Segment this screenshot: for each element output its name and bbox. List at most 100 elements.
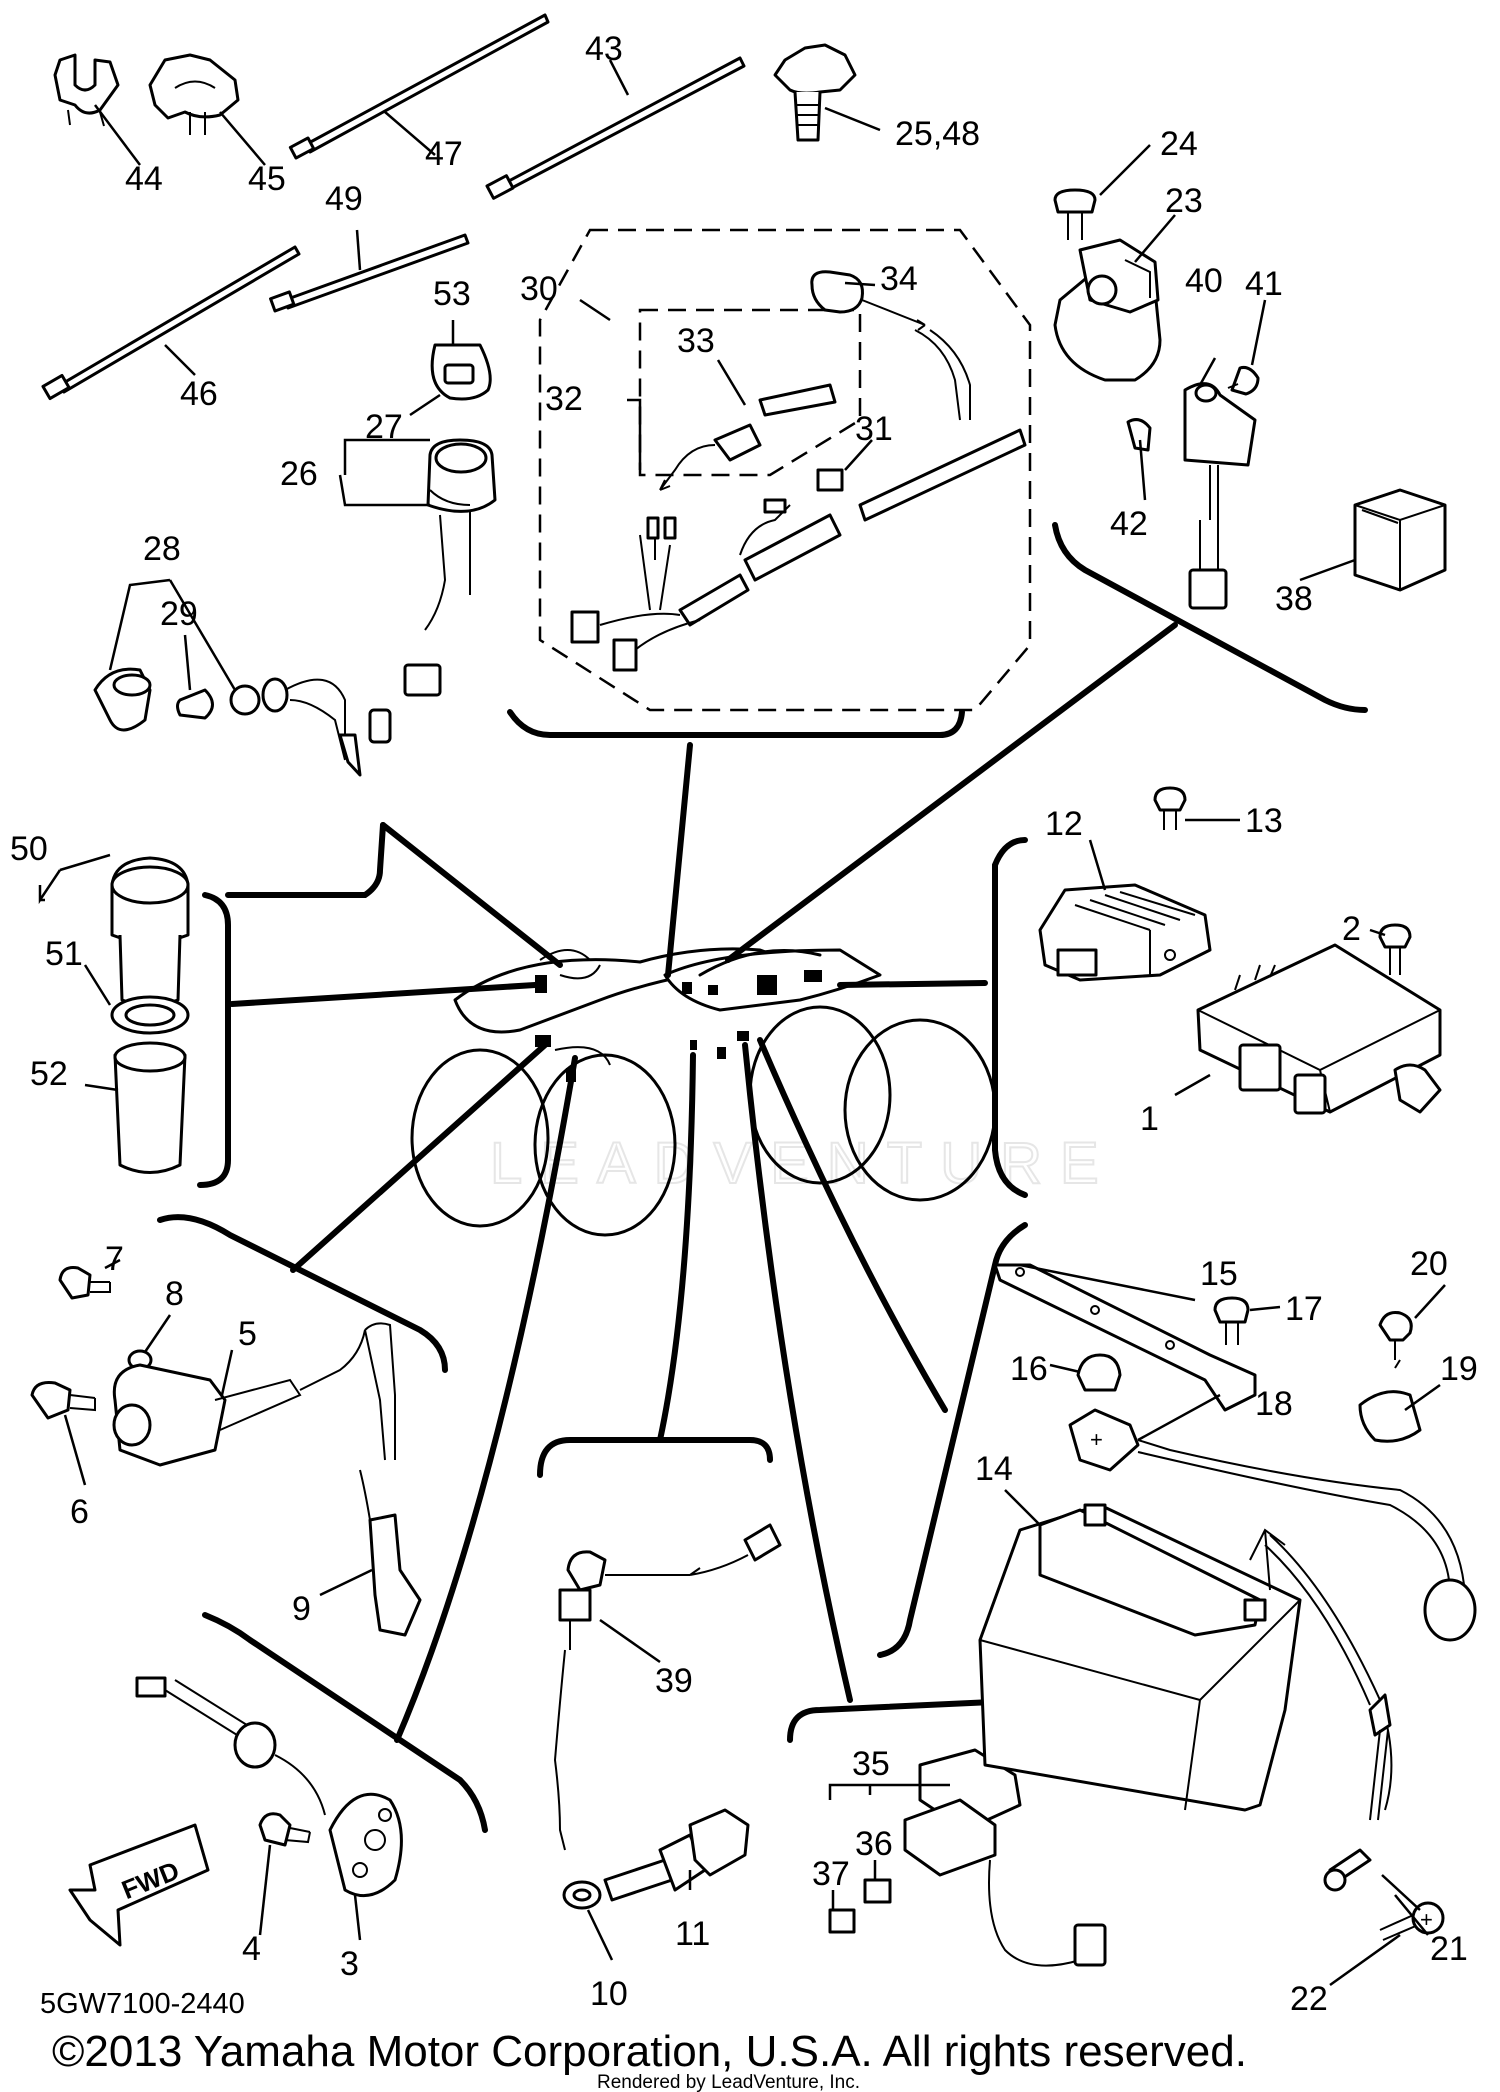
rendered-by-notice: Rendered by LeadVenture, Inc.	[597, 2072, 860, 2092]
part-39-sensor	[553, 1523, 782, 1851]
callout-45: 45	[248, 160, 286, 198]
part-9-spark-plug-cap	[359, 1469, 422, 1637]
callout-10: 10	[590, 1975, 628, 2013]
part-41-bolt	[1227, 366, 1260, 396]
callout-3: 3	[340, 1945, 359, 1983]
part-50-power-socket	[110, 856, 190, 1007]
callout-43: 43	[585, 30, 623, 68]
callout-37: 37	[812, 1855, 850, 1893]
callout-4: 4	[242, 1930, 261, 1968]
part-36-connector	[863, 1878, 892, 1904]
part-28-lamp-socket-cover	[93, 667, 152, 732]
callout-38: 38	[1275, 580, 1313, 618]
callout-47: 47	[425, 135, 463, 173]
callout-17: 17	[1285, 1290, 1323, 1328]
callout-11: 11	[675, 1915, 710, 1953]
callout-49: 49	[325, 180, 363, 218]
part-24-bolt	[1053, 188, 1097, 240]
callout-30: 30	[520, 270, 558, 308]
part-17-bolt	[1213, 1296, 1250, 1345]
callout-19: 19	[1440, 1350, 1478, 1388]
part-7-bolt	[58, 1266, 111, 1300]
callout-6: 6	[70, 1493, 89, 1531]
callout-5: 5	[238, 1315, 257, 1353]
part-40-relay	[1183, 382, 1257, 610]
callout-40: 40	[1185, 262, 1223, 300]
callout-31: 31	[855, 410, 893, 448]
part-12-rectifier-regulator	[1038, 883, 1212, 982]
part-35-module	[903, 1748, 1107, 1967]
callout-28: 28	[143, 530, 181, 568]
callout-14: 14	[975, 1450, 1013, 1488]
callout-32: 32	[545, 380, 583, 418]
callout-52: 52	[30, 1055, 68, 1093]
callout-25-48: 25,48	[895, 115, 980, 153]
part-52-holder	[113, 1041, 187, 1174]
callout-33: 33	[677, 322, 715, 360]
part-10-washer	[562, 1880, 602, 1910]
callout-20: 20	[1410, 1245, 1448, 1283]
part-15-battery-band	[993, 1263, 1257, 1412]
callout-15: 15	[1200, 1255, 1238, 1293]
part-51-nut	[110, 995, 190, 1035]
part-46-cable-tie	[41, 245, 301, 401]
part-33-relay	[659, 383, 837, 491]
callout-18: 18	[1255, 1385, 1293, 1423]
callout-42: 42	[1110, 505, 1148, 543]
callout-12: 12	[1045, 805, 1083, 843]
part-23-starter-relay	[1053, 238, 1162, 382]
callout-1: 1	[1140, 1100, 1159, 1138]
callout-46: 46	[180, 375, 218, 413]
callout-36: 36	[855, 1825, 893, 1863]
part-47-cable-tie	[288, 13, 550, 160]
part-25-48-clamp	[773, 43, 857, 142]
part-16-damper	[1076, 1353, 1122, 1392]
part-18-positive-cable: +	[1068, 1408, 1477, 1642]
part-4-bolt	[258, 1812, 311, 1847]
part-20-clip	[1378, 1311, 1413, 1369]
part-45-clip	[148, 53, 240, 135]
part-5-ignition-coil	[112, 1322, 396, 1467]
callout-39: 39	[655, 1662, 693, 1700]
callout-27: 27	[365, 408, 403, 446]
part-28-lamp-socket-harness	[229, 677, 392, 777]
callout-26: 26	[280, 455, 318, 493]
callout-41: 41	[1245, 265, 1283, 303]
part-13-bolt	[1153, 786, 1187, 830]
part-49-cable-tie	[269, 233, 470, 313]
part-37-connector	[828, 1908, 856, 1934]
callout-8: 8	[165, 1275, 184, 1313]
callout-23: 23	[1165, 182, 1203, 220]
callout-53: 53	[433, 275, 471, 313]
callout-22: 22	[1290, 1980, 1328, 2018]
copyright-notice: ©2013 Yamaha Motor Corporation, U.S.A. A…	[52, 2027, 1247, 2076]
callout-50: 50	[10, 830, 48, 868]
callout-7: 7	[105, 1240, 124, 1278]
part-1-cdi-unit	[1196, 943, 1442, 1115]
part-2-bolt	[1378, 923, 1412, 975]
part-26-main-switch	[403, 438, 497, 697]
callout-51: 51	[45, 935, 83, 973]
part-29-bulb	[176, 688, 214, 720]
part-14-battery	[978, 1503, 1302, 1812]
callout-leader-lines	[38, 59, 1446, 1987]
callout-21: 21	[1430, 1930, 1468, 1968]
callout-24: 24	[1160, 125, 1198, 163]
group-borders	[157, 522, 1368, 1833]
callout-34: 34	[880, 260, 918, 298]
part-3-sensor	[135, 1676, 403, 1898]
diagram-part-code: 5GW7100-2440	[40, 1988, 245, 2020]
part-44-clip	[53, 53, 120, 127]
part-42-clip	[1126, 418, 1152, 452]
callout-44: 44	[125, 160, 163, 198]
callout-labels: 44 45 47 43 25,48 24 23 49 46 53 27 26 3…	[10, 30, 1478, 2018]
plus-symbol: +	[1090, 1427, 1103, 1452]
part-19-band	[1358, 1390, 1422, 1443]
part-53-switch-cap	[430, 343, 492, 401]
part-21-negative-cable	[1264, 1534, 1393, 1892]
part-38-module	[1353, 488, 1447, 592]
part-31-connector	[816, 468, 844, 492]
part-6-bolt	[30, 1381, 96, 1420]
part-43-cable-tie	[485, 56, 746, 200]
